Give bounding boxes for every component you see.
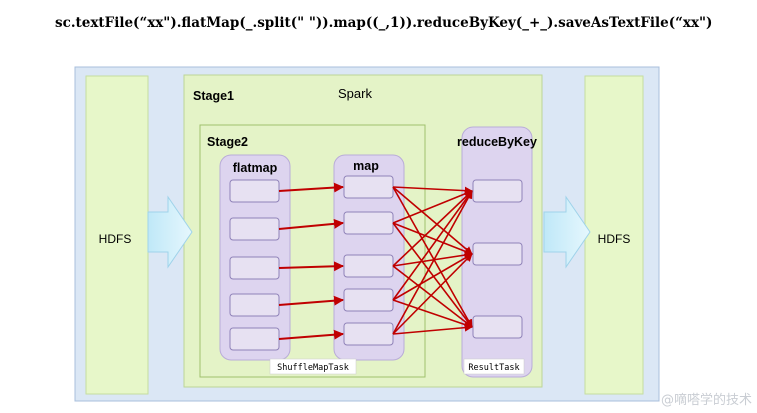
map-partition-5 <box>343 322 394 346</box>
map-partition-3 <box>343 254 394 278</box>
reduce-partition-2 <box>472 242 523 266</box>
shuffle-arrow-2-3 <box>392 222 473 328</box>
map-partition-1 <box>343 175 394 199</box>
watermark: @嘀嗒学的技术 <box>661 392 752 408</box>
stage1-label: Stage1 <box>193 89 234 103</box>
shuffle-arrow-5-3 <box>392 323 473 335</box>
result-task-label: ResultTask <box>468 363 519 373</box>
narrow-arrow-4 <box>278 295 344 306</box>
shuffle-arrow-4-2 <box>392 253 473 301</box>
hdfs-input-arrow <box>147 195 193 269</box>
reduce-partition-3 <box>472 315 523 339</box>
reduce-partition-1 <box>472 179 523 203</box>
shuffle-arrow-3-3 <box>392 265 473 328</box>
narrow-arrow-3 <box>278 261 344 272</box>
shuffle-task-tag <box>269 358 357 375</box>
narrow-arrow-2 <box>278 218 344 230</box>
map-partition-4 <box>343 288 394 312</box>
result-task-tag <box>463 358 525 375</box>
shuffle-arrow-1-1 <box>392 186 473 195</box>
map-label: map <box>353 159 379 173</box>
shuffle-arrow-5-2 <box>392 253 473 335</box>
flatmap-partition-1 <box>229 179 280 203</box>
hdfs-output-column <box>584 75 644 395</box>
flatmap-label: flatmap <box>233 161 278 175</box>
hdfs-input-column <box>85 75 149 395</box>
shuffle-arrow-3-2 <box>392 251 473 267</box>
shuffle-arrow-2-2 <box>392 222 473 256</box>
flatmap-partition-5 <box>229 327 280 351</box>
shuffle-arrow-2-1 <box>392 189 473 224</box>
shuffle-arrow-4-1 <box>392 190 473 301</box>
reduce-label: reduceByKey <box>457 135 537 149</box>
flatmap-partition-4 <box>229 293 280 317</box>
shuffle-arrow-5-1 <box>392 190 473 335</box>
hdfs-output-arrow <box>543 195 591 269</box>
shuffle-arrow-1-2 <box>392 186 473 255</box>
shuffle-task-label: ShuffleMapTask <box>277 363 349 373</box>
map-partition-2 <box>343 211 394 235</box>
shuffle-arrow-1-3 <box>392 186 473 328</box>
hdfs-output-label: HDFS <box>598 232 631 246</box>
shuffle-arrows <box>392 186 473 335</box>
flatmap-partition-2 <box>229 217 280 241</box>
narrow-arrow-5 <box>278 329 344 340</box>
flatmap-partition-3 <box>229 256 280 280</box>
hdfs-input-label: HDFS <box>99 232 132 246</box>
shuffle-arrow-3-1 <box>392 190 473 267</box>
shuffle-arrow-4-3 <box>392 299 473 329</box>
code-line: sc.textFile(“xx").flatMap(_.split(" ")).… <box>55 15 712 31</box>
stage2-label: Stage2 <box>207 135 248 149</box>
spark-label: Spark <box>338 86 372 101</box>
narrow-arrow-1 <box>278 182 344 193</box>
